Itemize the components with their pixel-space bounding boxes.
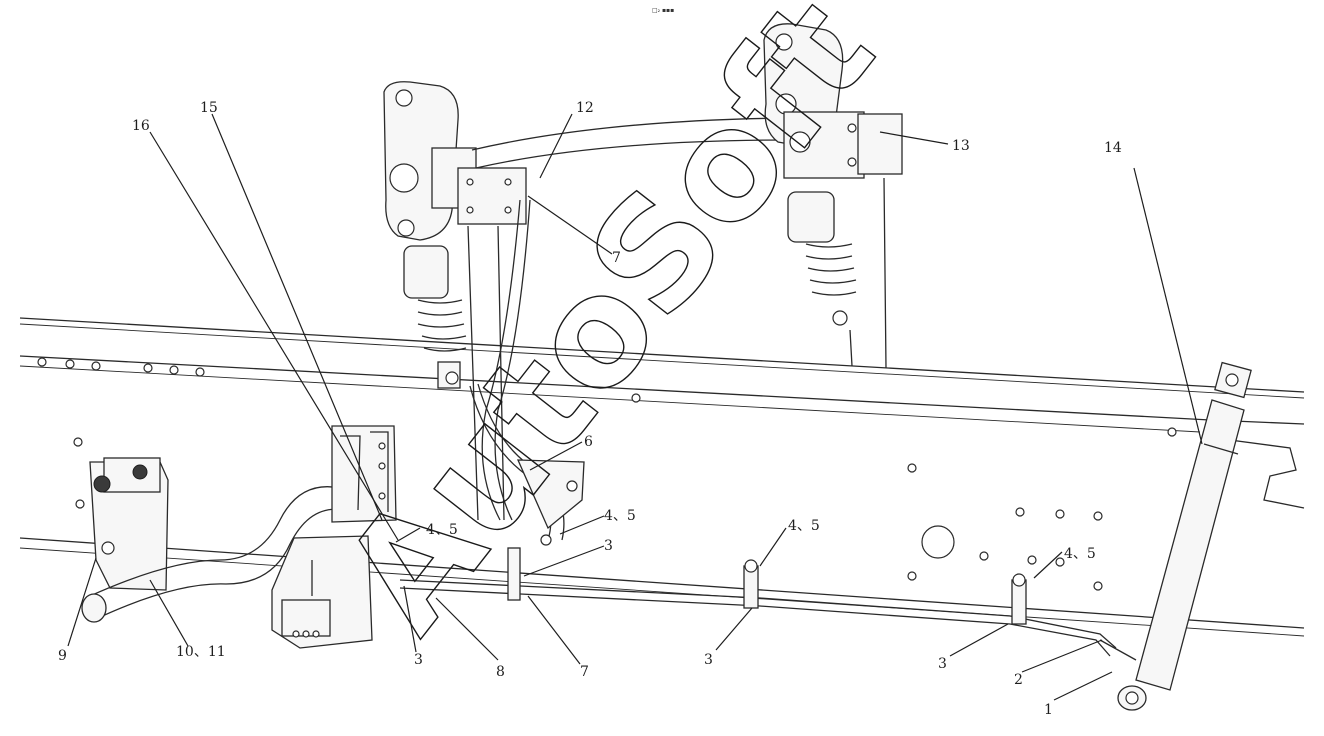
callout-2: 2 — [1014, 672, 1023, 688]
left-cab-mount — [383, 81, 527, 521]
callout-16: 16 — [132, 118, 150, 134]
callout-4-5-c: 4、5 — [788, 518, 820, 534]
callout-14: 14 — [1104, 140, 1122, 156]
hose-bracket — [516, 459, 585, 546]
rivet-row — [37, 357, 1177, 591]
callout-3-b: 3 — [414, 652, 423, 668]
leader-lines — [67, 113, 1203, 701]
callout-3-c: 3 — [704, 652, 713, 668]
callout-8: 8 — [496, 664, 505, 680]
callout-3-d: 3 — [938, 656, 947, 672]
hydraulic-pipe — [399, 547, 1117, 657]
right-cab-mount — [763, 23, 903, 369]
callout-15: 15 — [200, 100, 218, 116]
callout-10-11: 10、11 — [176, 644, 226, 660]
stabilizer-bar — [471, 117, 791, 169]
callout-7-bottom: 7 — [580, 664, 589, 680]
callout-1: 1 — [1044, 702, 1053, 718]
callout-9: 9 — [58, 648, 67, 664]
callout-4-5-d: 4、5 — [1064, 546, 1096, 562]
callout-13: 13 — [952, 138, 970, 154]
header-mark: □₂ ▪▪▪ — [652, 7, 674, 14]
callout-12: 12 — [576, 100, 594, 116]
mount-post — [331, 425, 397, 523]
callout-6: 6 — [584, 434, 593, 450]
callouts: 16 15 12 13 14 7 6 4、5 3 4、5 4、5 4、5 9 1… — [58, 100, 1122, 718]
pump-body — [271, 535, 373, 649]
callout-4-5-b: 4、5 — [426, 522, 458, 538]
callout-7-top: 7 — [612, 250, 621, 266]
pump-bracket — [75, 457, 169, 591]
callout-4-5-a: 4、5 — [604, 508, 636, 524]
intake-tube — [81, 486, 345, 623]
tilt-cylinder — [1099, 361, 1252, 711]
callout-3-a: 3 — [604, 538, 613, 554]
